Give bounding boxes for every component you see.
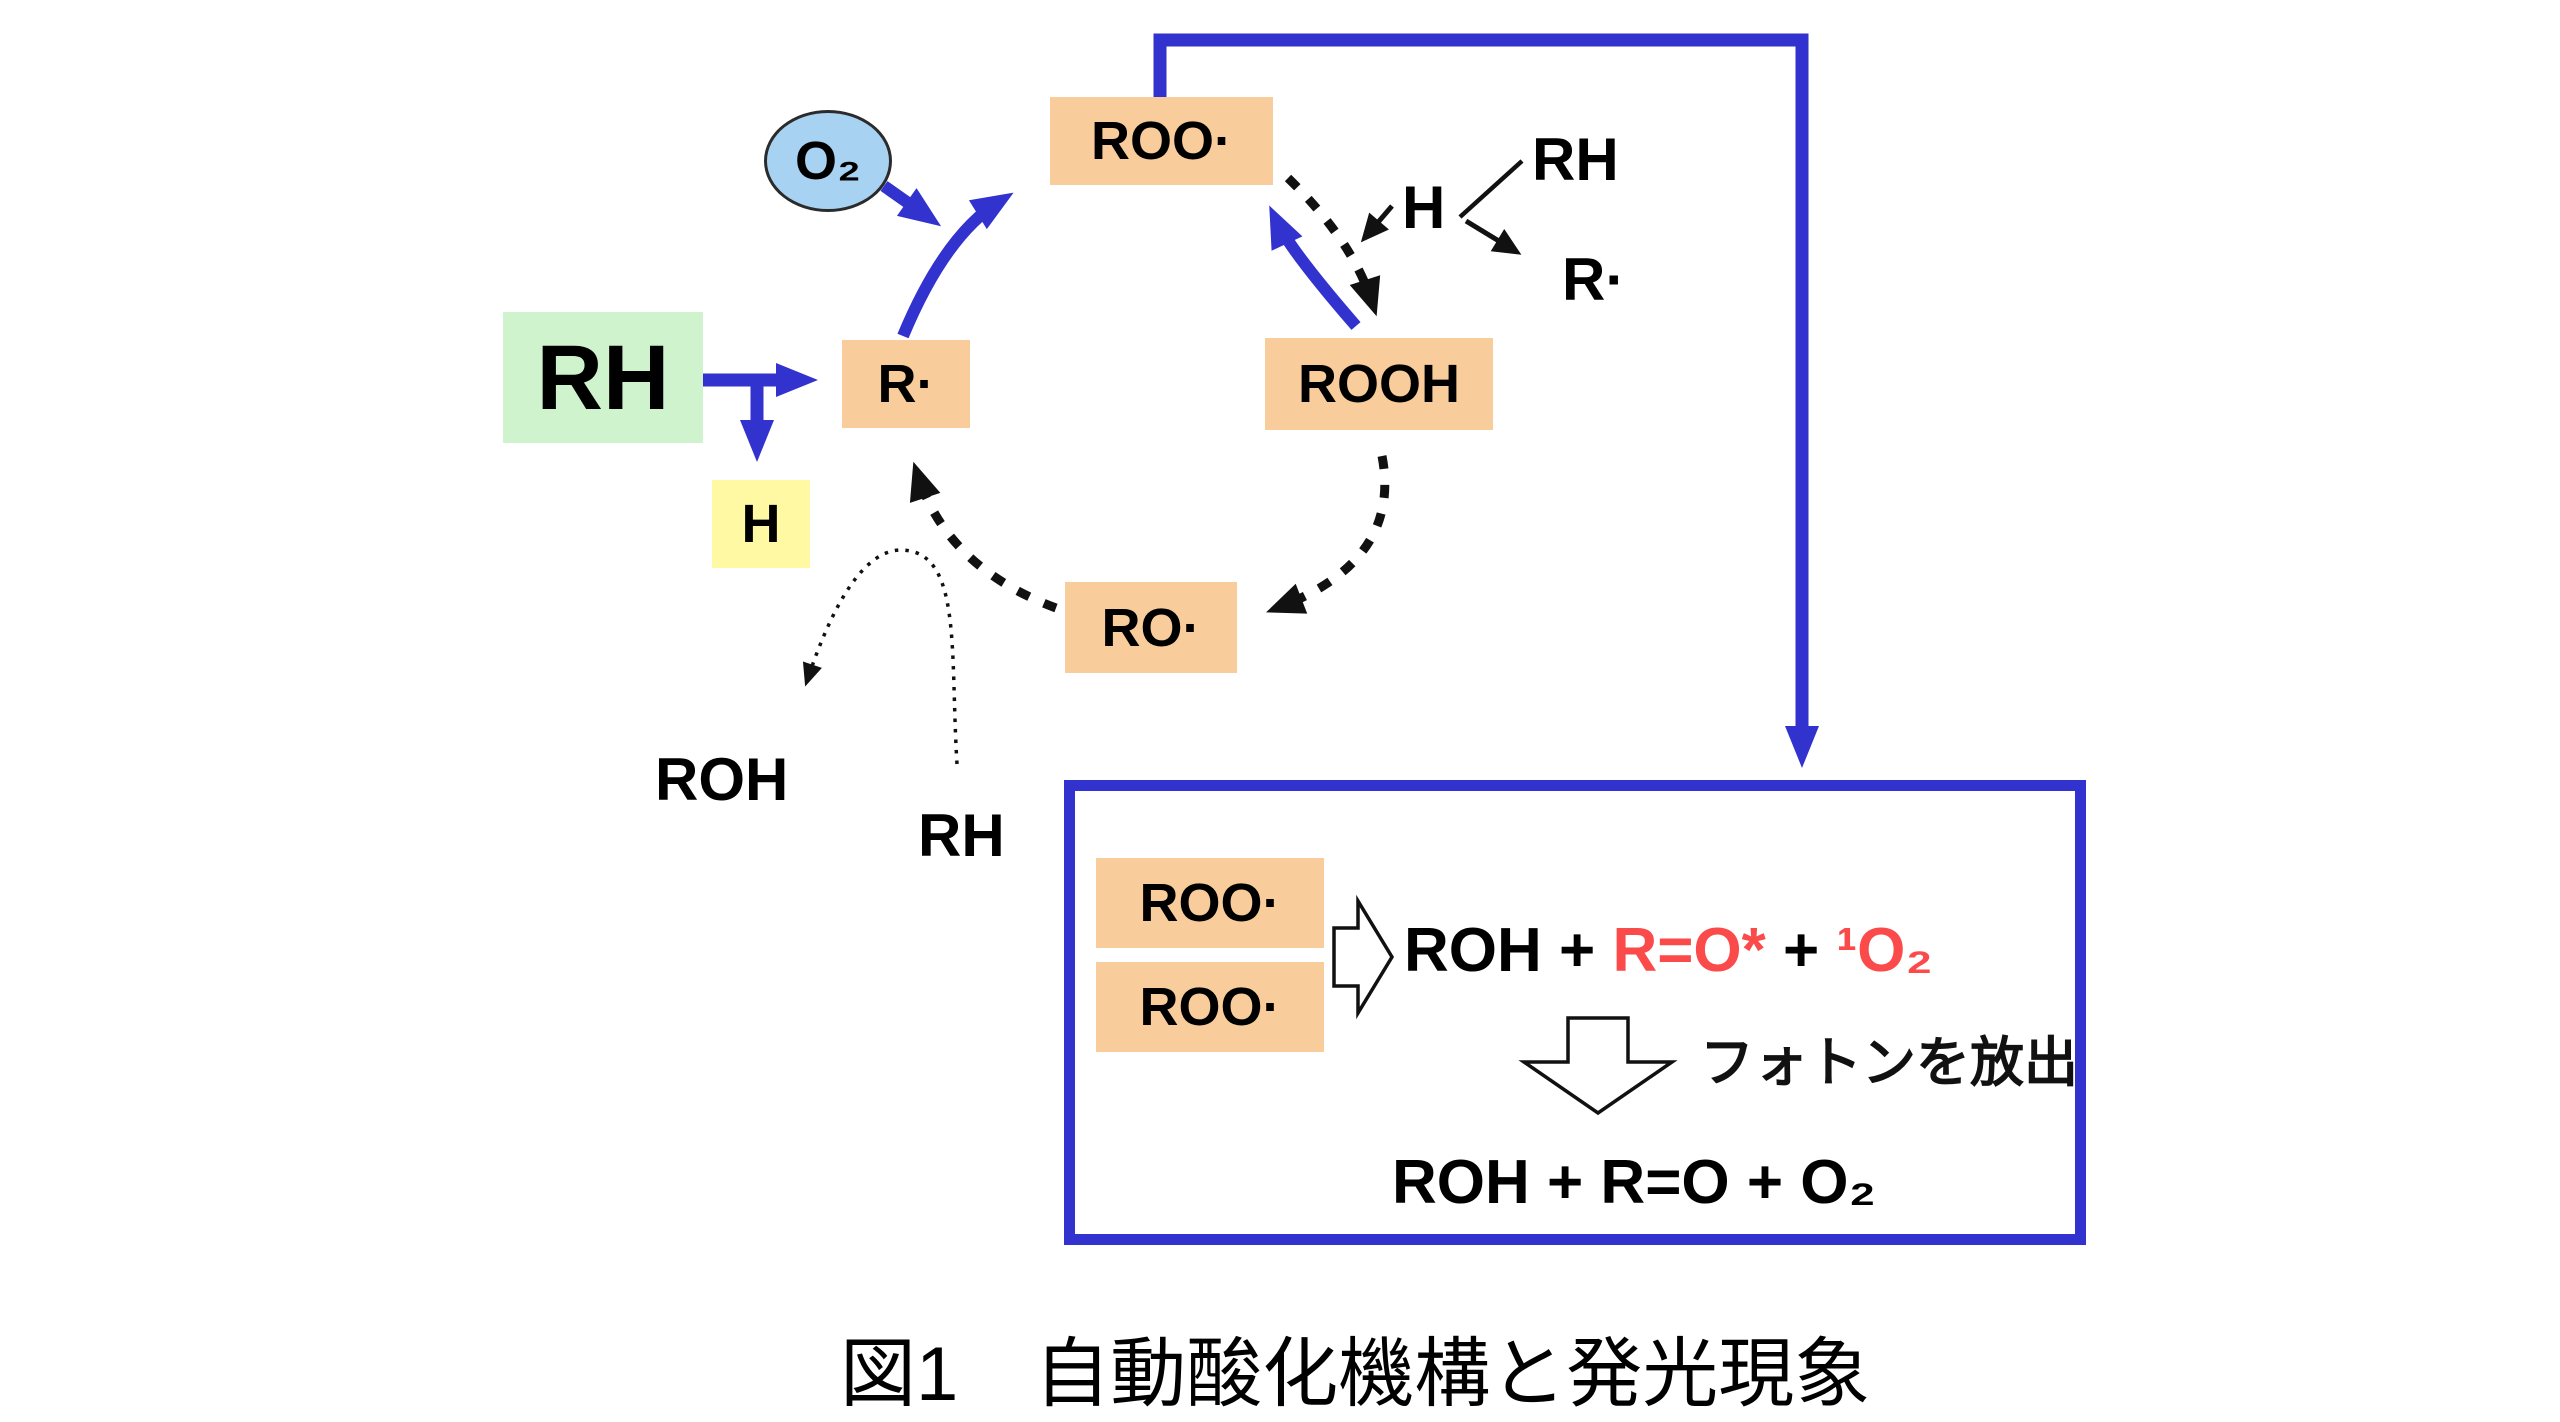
r-radical-box: R· <box>842 340 970 428</box>
h-atom-label: H <box>741 494 781 554</box>
roo-reactant-1-box: ROO· <box>1096 858 1324 948</box>
block-arrow-down <box>1518 1016 1678 1116</box>
luminescence-reaction-box <box>1064 780 2086 1245</box>
figure-caption: 図1 自動酸化機構と発光現象 <box>840 1332 1871 1417</box>
photon-emission-note: フォトンを放出 <box>1700 1033 2078 1093</box>
eq1-singlet-oxygen: ¹O₂ <box>1836 916 1933 985</box>
label-rh-top: RH <box>1532 126 1619 193</box>
arrow-h-to-cycle <box>1360 204 1394 243</box>
rh-source-box: RH <box>503 312 703 443</box>
excited-products-equation: ROH + R=O* + ¹O₂ <box>1404 920 1933 982</box>
ground-state-products-equation: ROH + R=O + O₂ <box>1392 1148 1877 1217</box>
label-roh: ROH <box>655 746 789 813</box>
block-arrow-right <box>1332 894 1395 1020</box>
roo-radical-box: ROO· <box>1050 97 1273 185</box>
arrow-rh-to-roh-dotted <box>802 548 959 765</box>
arrow-rooh-to-ro-dashed <box>1266 455 1390 614</box>
eq1-excited-carbonyl: R=O* <box>1612 916 1766 985</box>
ro-radical-box: RO· <box>1065 582 1237 673</box>
ro-radical-label: RO· <box>1101 597 1201 658</box>
arrow-r-to-roo <box>897 192 1014 339</box>
o2-label: O₂ <box>795 131 861 191</box>
roo-reactant-2-label: ROO· <box>1139 977 1281 1037</box>
h-atom-box: H <box>712 480 810 568</box>
arrow-rooh-to-roo <box>1269 205 1361 330</box>
arrow-o2-in <box>880 181 942 227</box>
roo-reactant-2-box: ROO· <box>1096 962 1324 1052</box>
o2-ellipse: O₂ <box>764 110 892 212</box>
roo-reactant-1-label: ROO· <box>1139 873 1281 933</box>
arrow-roo-to-rooh-dashed <box>1284 174 1381 317</box>
roo-radical-label: ROO· <box>1091 111 1232 171</box>
rooh-label: ROOH <box>1298 354 1460 414</box>
line-h-from-rh <box>1458 159 1524 219</box>
label-rh-bottom: RH <box>918 802 1005 869</box>
arrow-h-to-r-radical <box>1464 218 1522 255</box>
rh-source-label: RH <box>536 326 670 429</box>
eq1-roh: ROH + <box>1404 916 1613 985</box>
rooh-box: ROOH <box>1265 338 1493 430</box>
eq1-plus: + <box>1765 916 1837 985</box>
label-r-radical: R· <box>1562 246 1626 313</box>
arrow-ro-to-r-dashed <box>909 461 1058 613</box>
r-radical-label: R· <box>877 354 935 414</box>
label-h: H <box>1402 174 1446 241</box>
